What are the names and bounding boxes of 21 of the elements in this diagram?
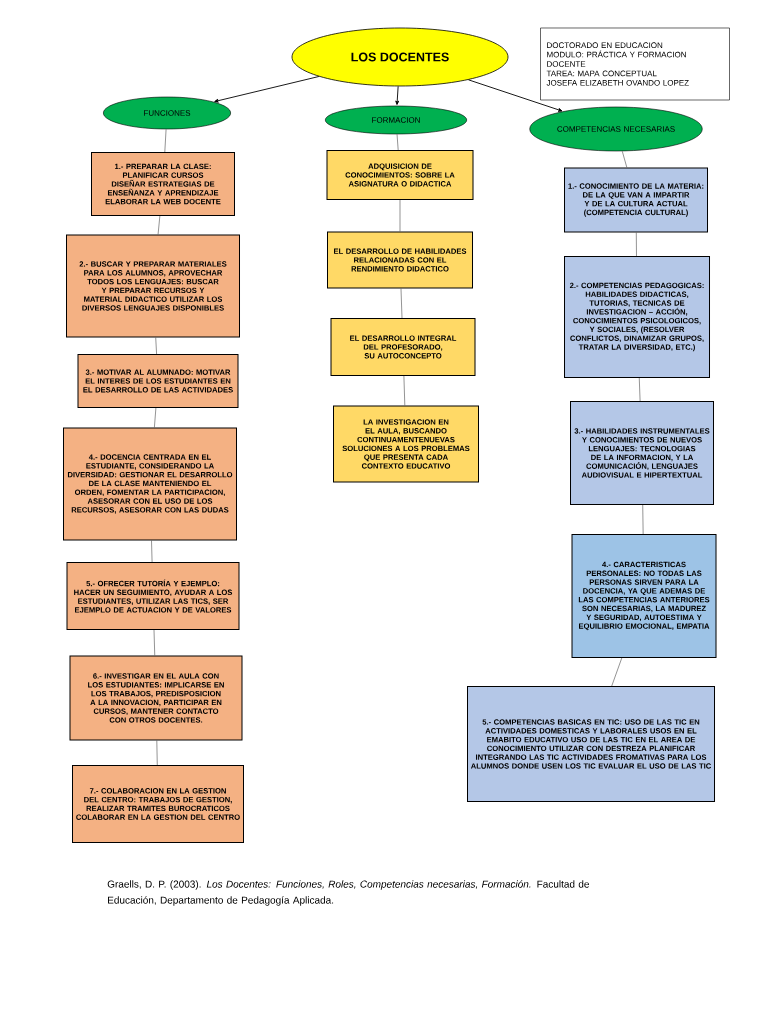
arrow: [214, 76, 320, 103]
connector-line: [164, 129, 167, 153]
connector-line: [621, 150, 628, 168]
connector-line: [157, 215, 161, 235]
connector-line: [400, 288, 403, 319]
caption: Graells, D. P. (2003). Los Docentes: Funciones, Roles, Competencias necesarias, Formación. Facultad de Educación, Departamento de Pedagogía Aplicada.: [107, 880, 589, 906]
connector-line: [154, 407, 157, 428]
connector-line: [399, 199, 401, 232]
info-box: DOCTORADO EN EDUCACION MODULO: PRÁCTICA Y FORMACION DOCENTE TAREA: MAPA CONCEPTUAL JOSEFA ELIZABETH OVANDO LOPEZ: [540, 27, 730, 101]
connector-line: [636, 232, 637, 257]
connector-line: [155, 337, 157, 355]
connector-line: [642, 504, 644, 535]
arrow: [467, 79, 563, 112]
connector-line: [403, 375, 406, 406]
connector-line: [638, 377, 641, 402]
connector-line: [396, 134, 399, 151]
connector-line: [611, 657, 623, 687]
arrow: [395, 85, 400, 105]
connector-line: [156, 740, 158, 766]
connector-line: [153, 629, 156, 656]
connector-line: [151, 540, 153, 563]
